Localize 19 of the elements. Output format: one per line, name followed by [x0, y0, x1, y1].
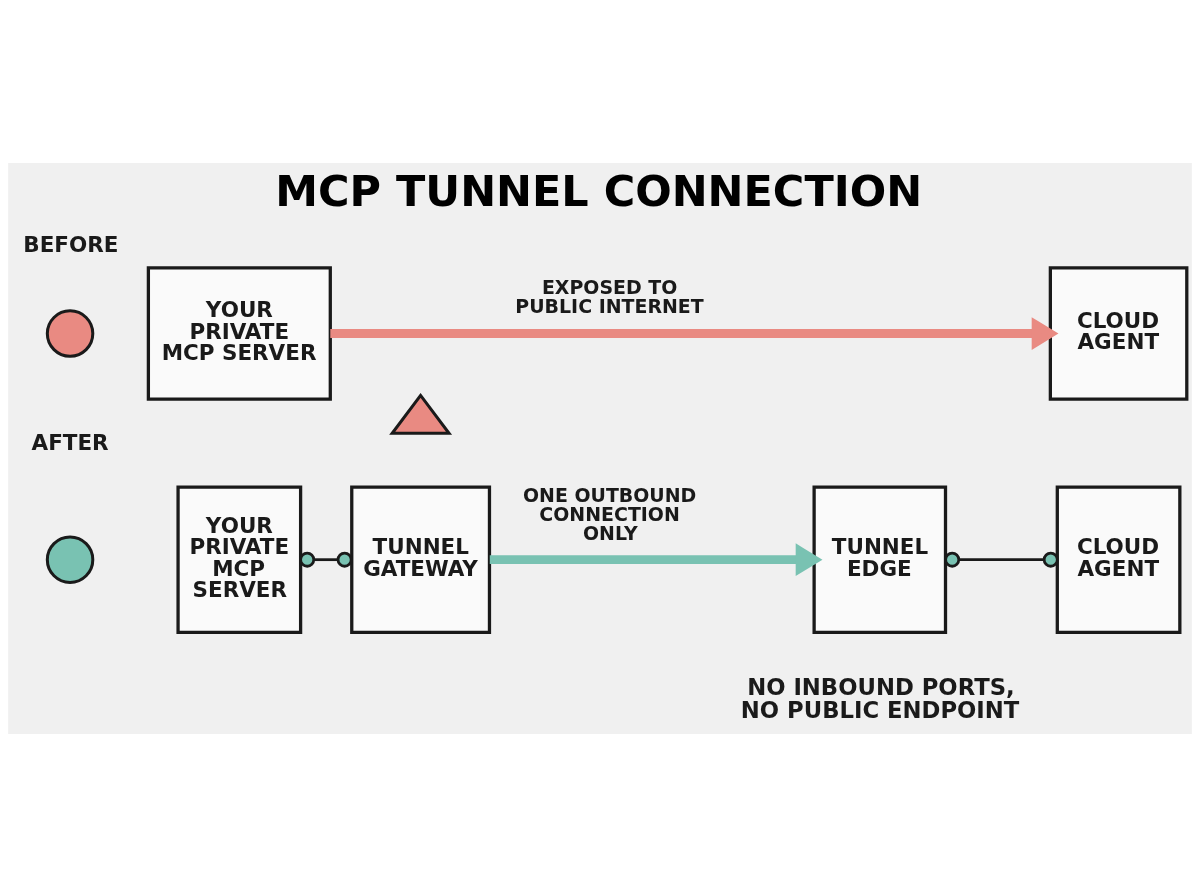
- diagram-title: MCP TUNNEL CONNECTION: [275, 165, 923, 216]
- node-box: TUNNEL EDGE: [812, 484, 948, 634]
- node-box: CLOUD AGENT: [1055, 484, 1182, 634]
- node-box: YOUR PRIVATE MCP SERVER: [176, 484, 303, 634]
- label: NO INBOUND PORTS, NO PUBLIC ENDPOINT: [740, 673, 1020, 723]
- arrow: [489, 542, 823, 576]
- node-box: YOUR PRIVATE MCP SERVER: [146, 265, 332, 401]
- label: BEFORE: [23, 231, 119, 257]
- node-box: CLOUD AGENT: [1048, 265, 1189, 401]
- connector: [299, 551, 353, 568]
- node-circle: [45, 534, 95, 584]
- label: AFTER: [31, 429, 109, 455]
- node-circle: [45, 308, 95, 358]
- arrow: [330, 316, 1059, 350]
- node-triangle: [389, 392, 453, 435]
- edge-label: EXPOSED TO PUBLIC INTERNET: [515, 275, 704, 317]
- edge-label: ONE OUTBOUND CONNECTION ONLY: [522, 483, 697, 544]
- connector: [944, 551, 1059, 568]
- node-box: TUNNEL GATEWAY: [350, 484, 492, 634]
